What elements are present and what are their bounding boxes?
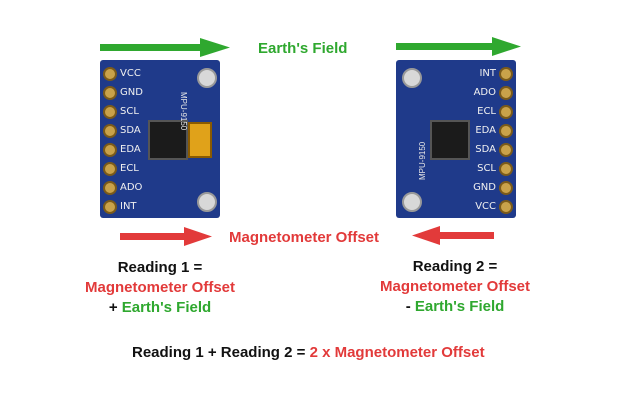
left-pin-label: SDA [120,125,141,136]
earth-field-arrow-right [396,37,521,56]
left-pin-pad [103,143,117,157]
right-pin-label: ADO [473,87,496,98]
right-pin-pad [499,67,513,81]
right-pin-pad [499,200,513,214]
right-sensor-chip [430,120,470,160]
left-pin-label: ADO [120,182,143,193]
left-mount-hole-top [197,68,217,88]
left-pin-label: ECL [120,163,139,174]
left-pin-pad [103,162,117,176]
right-pin-label: SDA [475,144,496,155]
reading2-block: Reading 2 = Magnetometer Offset - Earth'… [365,257,545,317]
left-pin-pad [103,181,117,195]
earth-field-label: Earth's Field [258,40,348,57]
left-chip-text: MPU-9150 [179,92,188,131]
right-sensor-board: INT ADO ECL EDA SDA SCL GND VCC MPU-9150 [396,60,516,218]
right-pin-label: ECL [477,106,496,117]
right-pin-label: EDA [475,125,496,136]
left-pin-label: GND [120,87,143,98]
left-capacitor [188,122,212,158]
reading1-field: Earth's Field [121,299,212,316]
right-mount-hole-top [402,68,422,88]
left-sensor-board: VCC GND SCL SDA EDA ECL ADO INT MPU-9150 [100,60,220,218]
reading2-title: Reading 2 = [412,258,498,275]
right-pin-label: SCL [477,163,496,174]
reading2-field: Earth's Field [414,298,505,315]
earth-field-arrow-left [100,38,230,57]
right-pin-label: GND [473,182,496,193]
left-pin-pad [103,105,117,119]
offset-arrow-right [412,226,494,245]
right-pin-label: INT [479,68,496,79]
left-pin-label: VCC [120,68,141,79]
left-pin-pad [103,67,117,81]
equation-rhs: 2 x Magnetometer Offset [309,344,485,361]
right-pin-pad [499,143,513,157]
equation: Reading 1 + Reading 2 = 2 x Magnetometer… [132,344,485,361]
left-pin-label: INT [120,201,137,212]
equation-lhs: Reading 1 + Reading 2 = [132,344,306,361]
right-pin-pad [499,124,513,138]
right-pin-pad [499,162,513,176]
right-pin-label: VCC [475,201,496,212]
left-pin-pad [103,200,117,214]
reading1-operator: + [108,299,118,316]
reading2-offset: Magnetometer Offset [379,278,531,295]
reading1-title: Reading 1 = [117,259,203,276]
reading2-operator: - [405,298,411,315]
left-pin-label: EDA [120,144,141,155]
right-chip-text: MPU-9150 [418,141,427,180]
left-pin-pad [103,86,117,100]
offset-label: Magnetometer Offset [229,229,380,246]
left-sensor-chip [148,120,188,160]
left-pin-label: SCL [120,106,139,117]
right-pin-pad [499,86,513,100]
right-pin-pad [499,181,513,195]
left-pin-pad [103,124,117,138]
reading1-block: Reading 1 = Magnetometer Offset + Earth'… [70,258,250,318]
right-pin-pad [499,105,513,119]
reading1-offset: Magnetometer Offset [84,279,236,296]
left-mount-hole-bottom [197,192,217,212]
offset-arrow-left [120,227,212,246]
right-mount-hole-bottom [402,192,422,212]
